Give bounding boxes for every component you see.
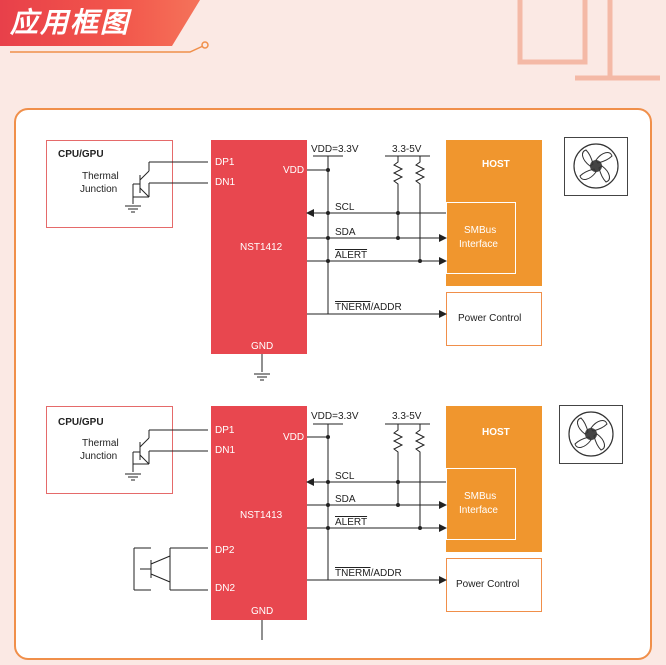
alert-label: ALERT — [335, 250, 368, 261]
pin-vdd: VDD — [283, 165, 305, 176]
chip-name: NST1412 — [240, 242, 283, 253]
diagram-2-wiring — [132, 423, 447, 640]
resistor-icon — [393, 423, 403, 459]
pin-dp1: DP1 — [215, 157, 235, 168]
pin-gnd: GND — [251, 341, 274, 352]
pullup-supply-label: 3.3-5V — [392, 411, 422, 422]
diagram-1-wiring — [132, 155, 447, 372]
pin-dn2: DN2 — [215, 583, 236, 594]
header-decoration — [10, 0, 660, 81]
host-label: HOST — [482, 427, 510, 438]
pin-gnd: GND — [251, 606, 274, 617]
fan-icon — [568, 411, 614, 457]
pin-vdd: VDD — [283, 432, 305, 443]
host-box-2 — [446, 406, 542, 552]
interface-label: Interface — [459, 239, 498, 250]
scl-label: SCL — [335, 202, 355, 213]
ground-icon — [124, 473, 142, 481]
vdd-supply-label: VDD=3.3V — [311, 411, 359, 422]
chip-name: NST1413 — [240, 510, 283, 521]
thermal-label: Thermal — [82, 171, 119, 182]
cpu-gpu-box-2 — [46, 406, 173, 494]
tnerm-addr-label: TNERM/ADDR — [335, 302, 402, 313]
interface-label: Interface — [459, 505, 498, 516]
power-control-label: Power Control — [458, 313, 522, 324]
cpu-gpu-label: CPU/GPU — [58, 417, 104, 428]
ground-icon — [124, 205, 142, 213]
page-title: 应用框图 — [10, 6, 131, 39]
cpu-gpu-box-1 — [46, 140, 173, 228]
pin-dp2: DP2 — [215, 545, 235, 556]
sda-label: SDA — [335, 494, 356, 505]
tnerm-addr-label: TNERM/ADDR — [335, 568, 402, 579]
fan-icon — [573, 143, 619, 189]
chip-nst1412 — [211, 140, 307, 354]
resistor-icon — [415, 423, 425, 459]
power-control-box-2 — [446, 558, 542, 612]
resistor-icon — [415, 155, 425, 191]
pullup-supply-label: 3.3-5V — [392, 144, 422, 155]
cpu-gpu-label: CPU/GPU — [58, 149, 104, 160]
scl-label: SCL — [335, 471, 355, 482]
alert-label: ALERT — [335, 517, 368, 528]
chip-nst1413 — [211, 406, 307, 620]
sda-label: SDA — [335, 227, 356, 238]
resistor-icon — [393, 155, 403, 191]
power-control-box-1 — [446, 292, 542, 346]
power-control-label: Power Control — [456, 579, 520, 590]
junction-label: Junction — [80, 451, 118, 462]
host-label: HOST — [482, 159, 510, 170]
header-banner: 应用框图 — [0, 0, 200, 46]
pin-dn1: DN1 — [215, 177, 236, 188]
vdd-supply-label: VDD=3.3V — [311, 144, 359, 155]
pin-dn1: DN1 — [215, 445, 236, 456]
host-box-1 — [446, 140, 542, 286]
ground-icon — [253, 373, 271, 381]
pin-dp1: DP1 — [215, 425, 235, 436]
junction-label: Junction — [80, 184, 118, 195]
thermal-label: Thermal — [82, 438, 119, 449]
smbus-label: SMBus — [464, 491, 497, 502]
smbus-label: SMBus — [464, 225, 497, 236]
